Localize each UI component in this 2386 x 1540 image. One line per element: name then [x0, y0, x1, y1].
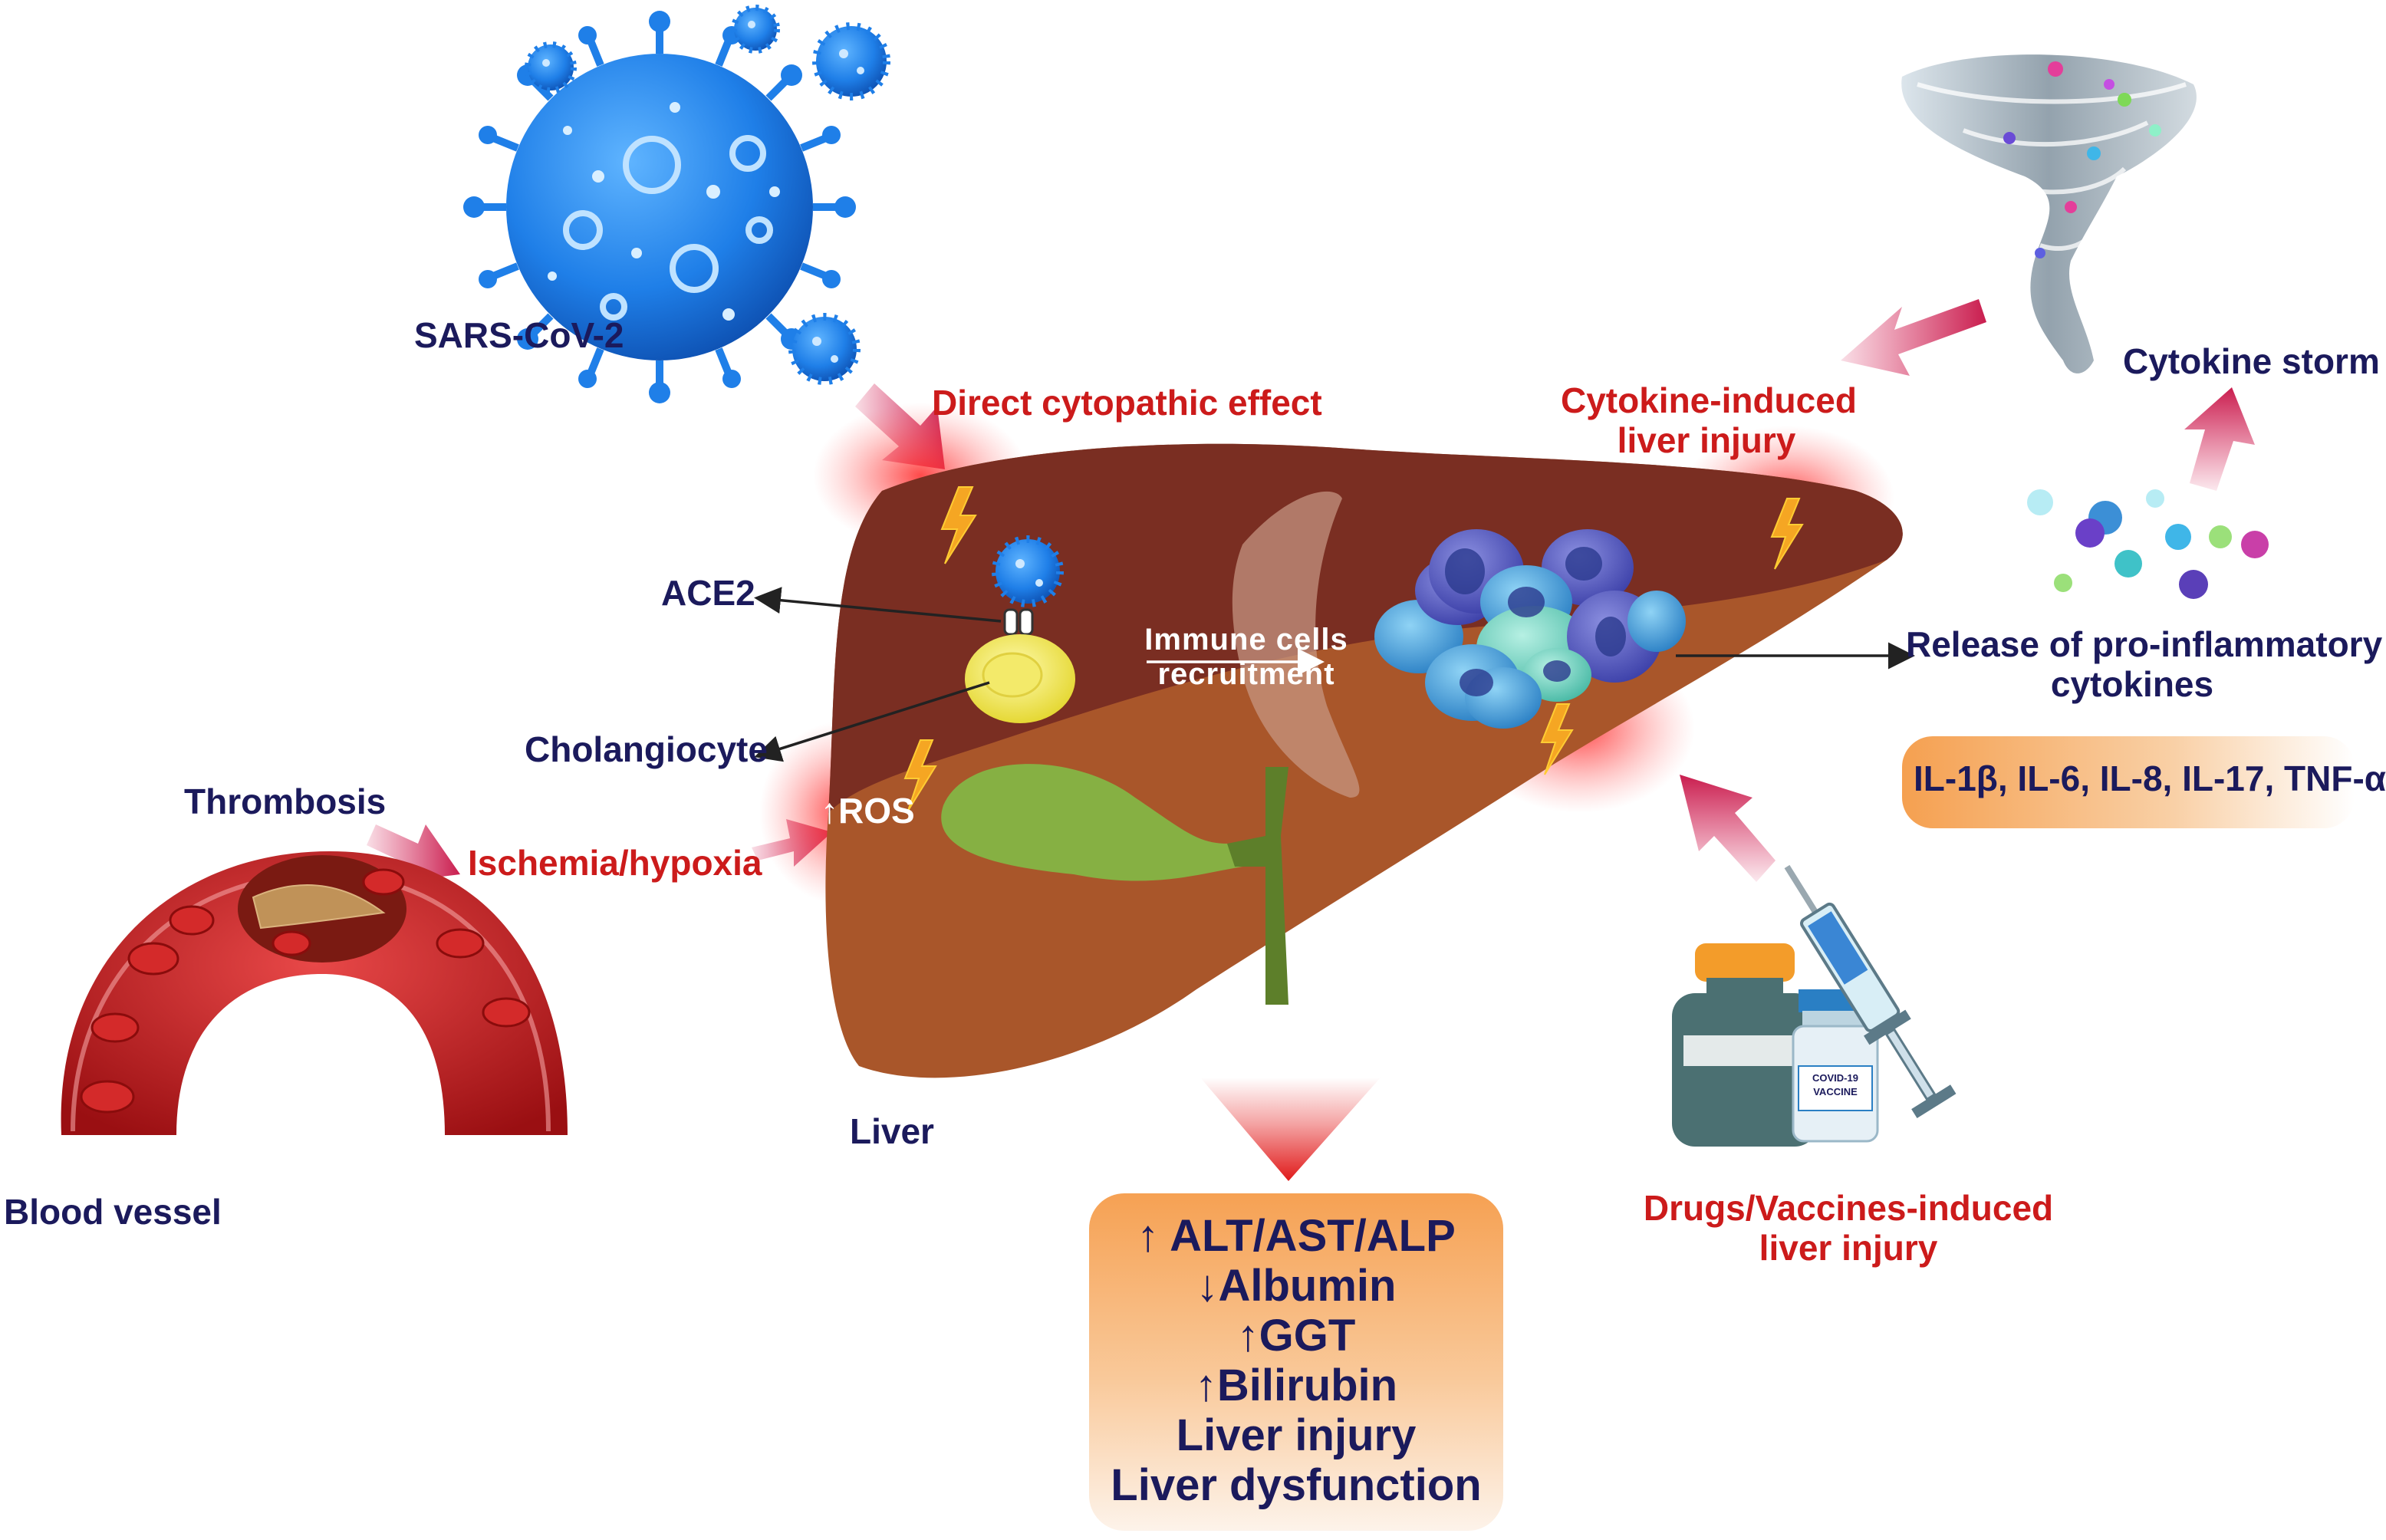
arrow-storm-to-liver: [1841, 299, 1986, 376]
outcome-liver-enzymes: ↑ ALT/AST/ALP: [1137, 1211, 1456, 1261]
release-line-2: cytokines: [2050, 663, 2214, 704]
release-cytokines-label: Release of pro-inflammatory cytokines: [1906, 624, 2383, 704]
immune-line-2: recruitment: [1157, 656, 1335, 691]
connector-arrows: [754, 587, 1915, 762]
direct-cytopathic-label: Direct cytopathic effect: [932, 383, 1322, 423]
arrow-drugs-to-liver: [1680, 775, 1776, 882]
cytokine-storm-label: Cytokine storm: [2123, 341, 2380, 381]
interleukin-list: IL-1β, IL-6, IL-8, IL-17, TNF-α: [1914, 758, 2386, 798]
ischemia-hypoxia-label: Ischemia/hypoxia: [468, 843, 762, 883]
thrombosis-label: Thrombosis: [184, 782, 387, 821]
outcome-albumin: ↓Albumin: [1196, 1260, 1397, 1311]
blood-vessel-label: Blood vessel: [4, 1192, 222, 1232]
sars-cov-2-label: SARS-CoV-2: [414, 315, 624, 355]
cytokine-induced-line-2: liver injury: [1617, 420, 1796, 460]
outcome-liver-dysfunction: Liver dysfunction: [1111, 1459, 1482, 1510]
cytokine-induced-line-1: Cytokine-induced: [1561, 380, 1857, 420]
virus-small-icon: [525, 5, 890, 385]
vaccine-bottle-icon: [1672, 943, 1818, 1147]
ros-label: ↑ROS: [821, 791, 915, 831]
syringe-icon: [1784, 864, 1957, 1118]
vial-label-1: COVID-19: [1812, 1072, 1858, 1084]
vial-label-2: VACCINE: [1813, 1086, 1858, 1097]
outcome-bilirubin: ↑Bilirubin: [1194, 1360, 1398, 1410]
outcomes-box: [1089, 1193, 1503, 1531]
immune-cells-cluster: [1374, 529, 1686, 729]
arrow-thrombosis-to-ischemia: [367, 824, 460, 882]
interleukin-box: [1902, 736, 2355, 828]
liver-label: Liver: [850, 1111, 934, 1151]
outcome-liver-injury: Liver injury: [1176, 1410, 1417, 1460]
outcome-ggt: ↑GGT: [1236, 1310, 1356, 1361]
cytokine-particles-icon: [2027, 489, 2269, 599]
blood-vessel-illustration: [61, 851, 568, 1135]
cholangiocyte-label: Cholangiocyte: [525, 729, 768, 769]
release-line-1: Release of pro-inflammatory: [1906, 624, 2383, 664]
covid-vaccine-vial-icon: COVID-19 VACCINE: [1792, 989, 1879, 1143]
down-arrow: [1200, 1078, 1381, 1181]
tornado-icon: [1901, 54, 2197, 373]
immune-cells-recruitment-label: Immune cells recruitment: [1139, 623, 1354, 692]
ace2-label: ACE2: [661, 573, 755, 613]
drugs-line-1: Drugs/Vaccines-induced: [1643, 1188, 2054, 1228]
immune-line-1: Immune cells: [1144, 623, 1348, 656]
liver-illustration: [825, 443, 1903, 1078]
cytokine-induced-injury-label: Cytokine-induced liver injury: [1561, 380, 1857, 460]
arrow-cytokines-to-storm: [2184, 387, 2255, 491]
outcomes-list: ↑ ALT/AST/ALP ↓Albumin ↑GGT ↑Bilirubin L…: [1089, 1211, 1503, 1511]
drugs-line-2: liver injury: [1759, 1227, 1938, 1268]
drugs-vaccines-injury-label: Drugs/Vaccines-induced liver injury: [1634, 1188, 2063, 1268]
